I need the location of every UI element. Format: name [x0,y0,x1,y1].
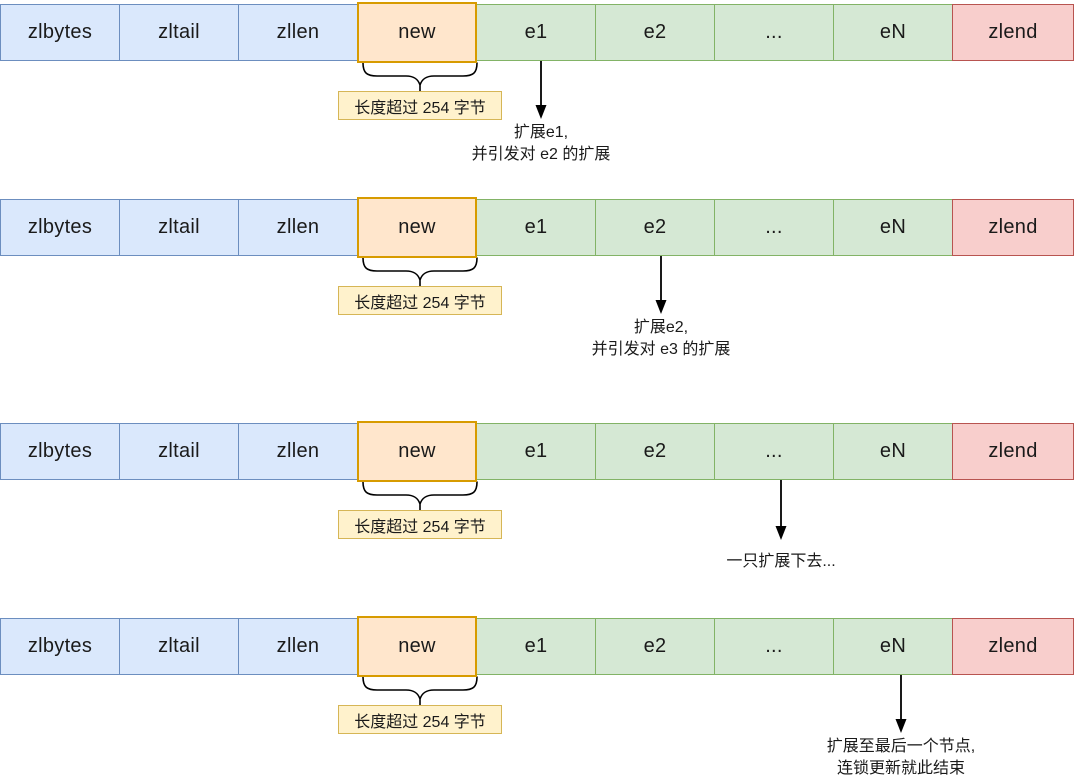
cell-zlend: zlend [952,4,1074,61]
cell-new: new [357,616,477,677]
cell-zllen: zllen [238,4,358,61]
cell-e1: e1 [476,618,596,675]
cell-zlend: zlend [952,423,1074,480]
down-arrow-icon [655,256,667,314]
cell-zltail: zltail [119,199,239,256]
cell-e1: e1 [476,199,596,256]
underbrace-icon [362,676,478,706]
cell-new: new [357,2,477,63]
cell-e1: e1 [476,4,596,61]
cell-zlbytes: zlbytes [0,199,120,256]
down-arrow-icon [775,480,787,540]
cell-dotdotdot: ... [714,199,834,256]
cell-zlend: zlend [952,618,1074,675]
cell-zlbytes: zlbytes [0,4,120,61]
cell-eN: eN [833,423,953,480]
length-note: 长度超过 254 字节 [338,91,502,120]
cell-e2: e2 [595,618,715,675]
cell-dotdotdot: ... [714,423,834,480]
cell-eN: eN [833,4,953,61]
cell-dotdotdot: ... [714,4,834,61]
cell-zltail: zltail [119,4,239,61]
down-arrow-icon [895,675,907,733]
cascade-annotation: 扩展e1, 并引发对 e2 的扩展 [391,122,691,166]
cell-new: new [357,421,477,482]
annotation-line: 并引发对 e2 的扩展 [471,146,611,163]
annotation-line: 扩展至最后一个节点, [826,738,976,755]
cascade-annotation: 一只扩展下去... [631,551,931,573]
cell-zllen: zllen [238,423,358,480]
down-arrow-icon [535,61,547,119]
cell-e1: e1 [476,423,596,480]
cell-zllen: zllen [238,618,358,675]
annotation-line: 连锁更新就此结束 [836,760,965,777]
cell-zllen: zllen [238,199,358,256]
underbrace-icon [362,62,478,92]
cell-zlend: zlend [952,199,1074,256]
cell-zltail: zltail [119,618,239,675]
annotation-line: 扩展e2, [633,319,689,336]
underbrace-icon [362,257,478,287]
annotation-line: 并引发对 e3 的扩展 [591,341,731,358]
cell-e2: e2 [595,199,715,256]
cell-zlbytes: zlbytes [0,618,120,675]
cell-e2: e2 [595,423,715,480]
length-note: 长度超过 254 字节 [338,705,502,734]
cell-new: new [357,197,477,258]
cascade-annotation: 扩展至最后一个节点, 连锁更新就此结束 [751,736,1051,780]
cell-zlbytes: zlbytes [0,423,120,480]
underbrace-icon [362,481,478,511]
cell-eN: eN [833,199,953,256]
cell-zltail: zltail [119,423,239,480]
cell-dotdotdot: ... [714,618,834,675]
length-note: 长度超过 254 字节 [338,510,502,539]
annotation-line: 扩展e1, [513,124,569,141]
length-note: 长度超过 254 字节 [338,286,502,315]
cell-e2: e2 [595,4,715,61]
cascade-annotation: 扩展e2, 并引发对 e3 的扩展 [511,317,811,361]
annotation-line: 一只扩展下去... [726,553,836,570]
cell-eN: eN [833,618,953,675]
